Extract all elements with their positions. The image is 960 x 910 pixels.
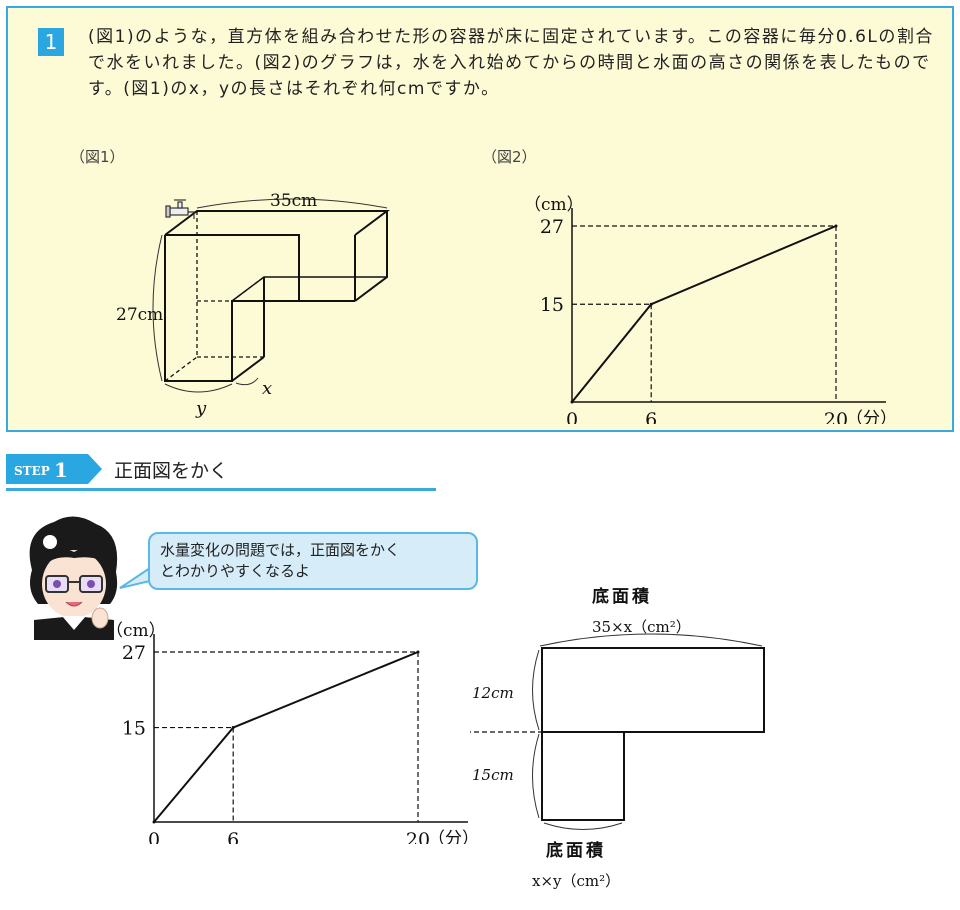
problem-text: (図1)のような，直方体を組み合わせた形の容器が床に固定されています。この容器に… — [88, 27, 934, 99]
problem-box: 1 (図1)のような，直方体を組み合わせた形の容器が床に固定されています。この容… — [6, 6, 954, 432]
y-tick-label-0: 15 — [122, 718, 146, 740]
bubble-line2: とわかりやすくなるよ — [160, 562, 311, 580]
top-area-formula: 35×x（cm²） — [592, 618, 691, 636]
step-badge-number: 1 — [54, 458, 68, 482]
fig2-graph: 0 6 20 15 27 （分） （cm） — [524, 195, 897, 424]
series-line — [153, 651, 419, 823]
front-view-upper-rect — [541, 647, 765, 733]
x-tick-label-1: 6 — [645, 409, 657, 424]
bubble-line1: 水量変化の問題では，正面図をかく — [160, 541, 401, 559]
y-axis-label: （cm） — [106, 621, 166, 641]
fig1-top-length: 35cm — [270, 191, 317, 211]
fig1-x-label: x — [262, 378, 272, 399]
fig1-container-drawing: 35cm 27cm x y — [116, 191, 390, 418]
step-title: 正面図をかく — [114, 460, 229, 482]
y-tick-label-1: 27 — [540, 216, 564, 238]
x-tick-label-0: 0 — [566, 409, 578, 424]
fig1-y-label: y — [195, 398, 207, 418]
step-header: STEP 1 正面図をかく — [6, 452, 436, 491]
step-graph: 0 6 20 15 27 （分） （cm） — [106, 621, 479, 844]
bottom-area-title: 底面積 — [546, 840, 606, 861]
series-line — [571, 225, 837, 403]
y-tick-label-0: 15 — [540, 294, 564, 316]
top-area-title: 底面積 — [592, 586, 652, 607]
speech-bubble: 水量変化の問題では，正面図をかく とわかりやすくなるよ — [148, 532, 478, 590]
fig2-label: （図2） — [482, 148, 537, 166]
data-point-0 — [152, 820, 156, 824]
fig1-height: 27cm — [116, 305, 163, 325]
avatar — [29, 516, 118, 640]
data-point-2 — [416, 650, 420, 654]
data-point-1 — [231, 726, 235, 730]
x-tick-label-2: 20 — [824, 409, 848, 424]
x-axis-label: （分） — [846, 409, 897, 424]
faucet-icon — [165, 199, 195, 219]
problem-number-badge: 1 — [38, 28, 64, 56]
bottom-area-formula: x×y（cm²） — [532, 872, 620, 890]
lower-height-label: 15cm — [472, 766, 514, 784]
step-badge-prefix: STEP — [14, 464, 50, 478]
upper-height-label: 12cm — [472, 684, 514, 702]
x-tick-label-1: 6 — [227, 829, 239, 844]
front-view-drawing: 底面積 35×x（cm²） 12cm 15cm 底面積 x×y（cm²） — [470, 586, 765, 890]
fig1-label: （図1） — [70, 148, 125, 166]
y-axis-label: （cm） — [524, 195, 584, 215]
data-point-0 — [570, 400, 574, 404]
x-axis-label: （分） — [428, 829, 479, 844]
step-badge: STEP 1 — [6, 454, 102, 484]
y-tick-label-1: 27 — [122, 642, 146, 664]
x-tick-label-0: 0 — [148, 829, 160, 844]
data-point-2 — [834, 224, 838, 228]
step-underline — [6, 488, 436, 491]
front-view-lower-rect — [541, 731, 625, 821]
data-point-1 — [649, 302, 653, 306]
x-tick-label-2: 20 — [406, 829, 430, 844]
